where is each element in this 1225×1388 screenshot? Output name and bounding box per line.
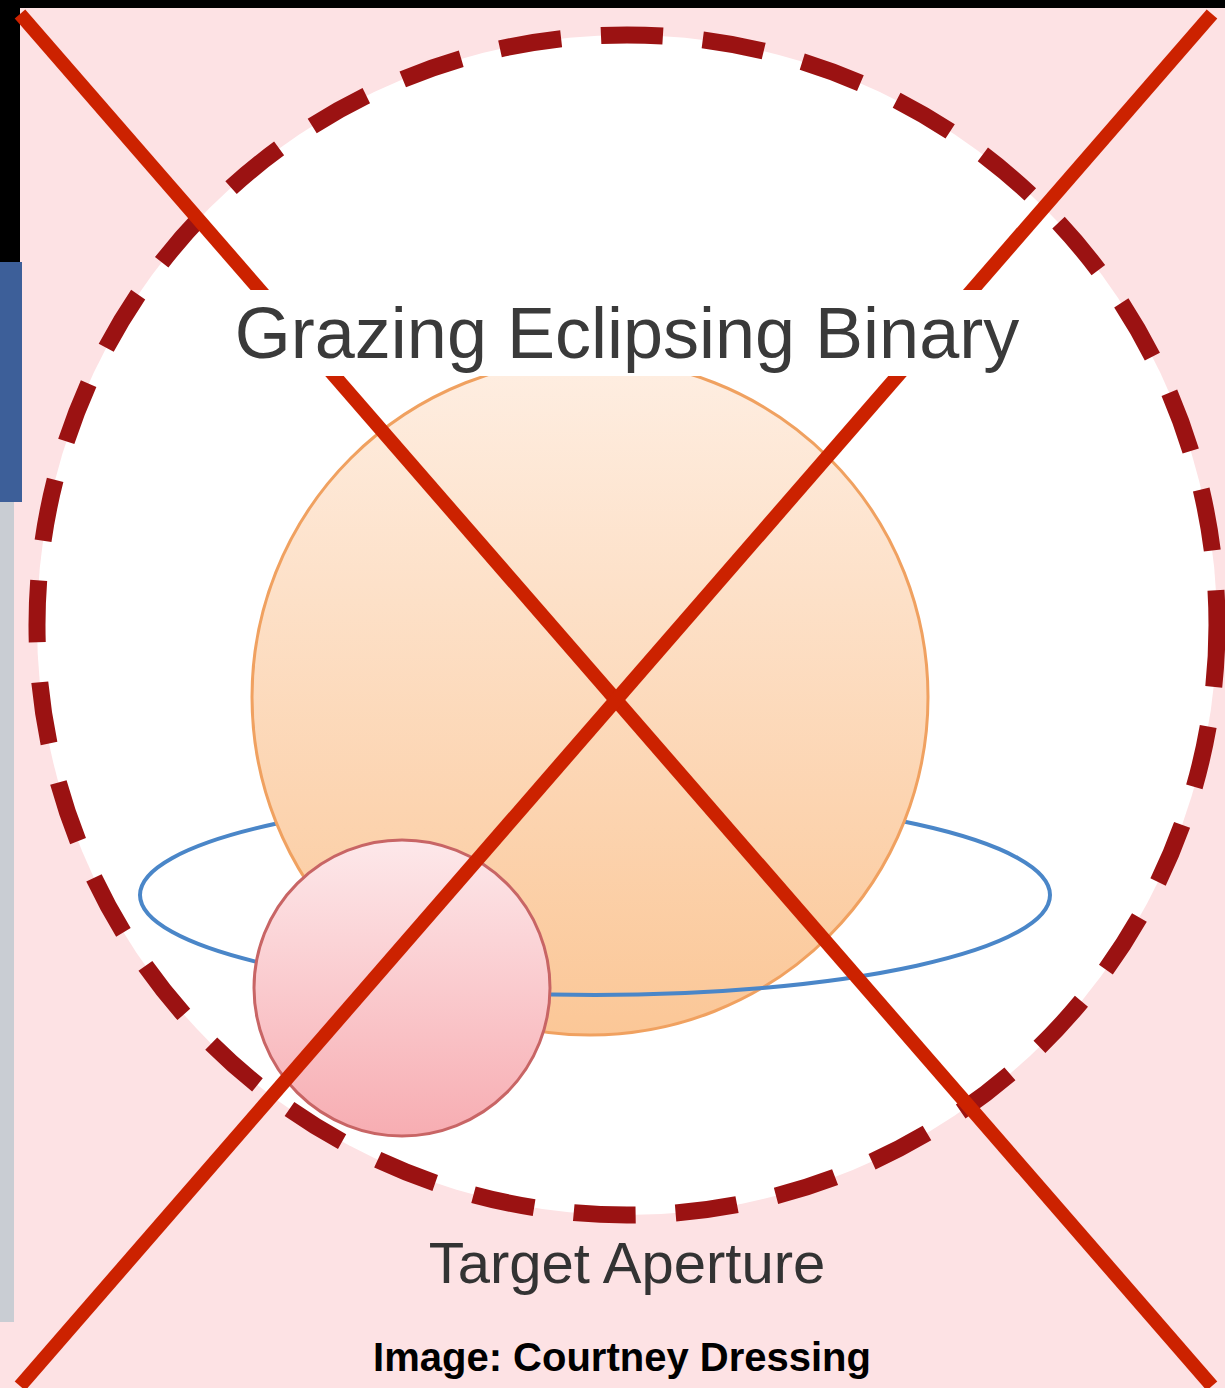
slide-edge (0, 0, 1225, 8)
target-aperture: Grazing Eclipsing BinaryTarget Aperture (37, 35, 1217, 1215)
image-credit: Image: Courtney Dressing (373, 1335, 871, 1379)
slide-edge (0, 0, 20, 262)
cross-mark (20, 14, 1212, 1386)
slide-edge (0, 502, 14, 1322)
slide-edge (0, 262, 22, 502)
primary-star (252, 359, 928, 1035)
aperture-circle (37, 35, 1217, 1215)
orbit-back (140, 795, 1050, 895)
aperture-label: Target Aperture (423, 1228, 832, 1298)
cross-mark (20, 14, 1212, 1386)
orbit-front (140, 895, 1050, 995)
companion-star (254, 840, 550, 1136)
diagram-heading: Grazing Eclipsing Binary (229, 290, 1025, 376)
